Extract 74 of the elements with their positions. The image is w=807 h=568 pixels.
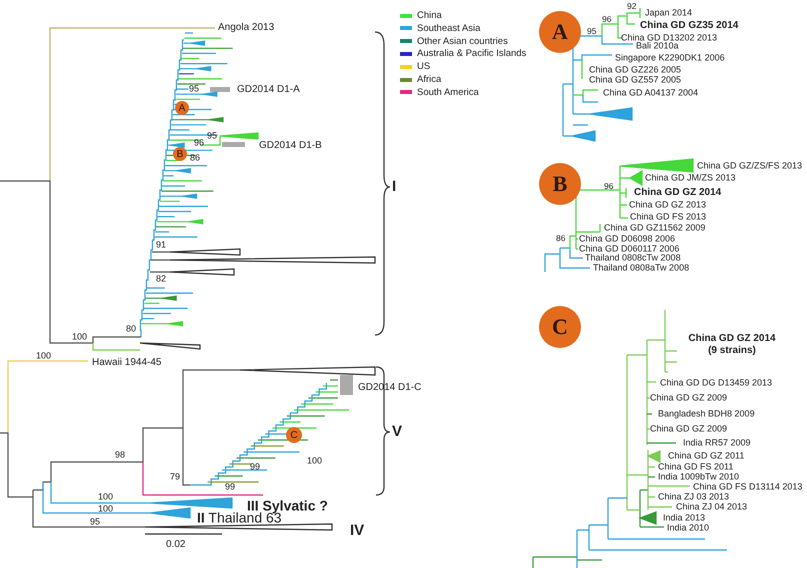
bootstrap-value: 80 [126, 324, 136, 334]
taxon-label: China GD GZ 2014 [634, 187, 722, 199]
taxon-label: China GD JM/ZS 2013 [645, 172, 736, 184]
legend-label: China [417, 10, 442, 21]
taxon-label: China GD FS 2013 [630, 212, 706, 222]
bootstrap-value: 95 [90, 516, 100, 528]
taxon-label: China GD GZ 2013 [629, 200, 706, 210]
bootstrap-value: 86 [190, 152, 200, 164]
legend-label: Other Asian countries [417, 36, 508, 47]
taxon-label: China GD FS D13114 2013 [693, 482, 802, 492]
taxon-label: China GD GZ35 2014 [640, 20, 738, 32]
taxon-label: China ZJ 04 2013 [676, 502, 748, 512]
clade-label: IV [350, 522, 364, 540]
bootstrap-value: 96 [602, 14, 612, 24]
taxon-label: China GD GZ/ZS/FS 2013 [697, 160, 802, 172]
clade-marker-circle: B [173, 147, 187, 161]
taxon-label: China GD GZ557 2005 [589, 74, 682, 86]
taxon-label: Singapore K2290DK1 2006 [615, 52, 725, 64]
clade-marker-circle: A [175, 101, 189, 115]
taxon-label: GD2014 D1-A [237, 84, 300, 96]
legend-label: Southeast Asia [417, 22, 480, 34]
taxon-label: Thailand 0808cTw 2008 [585, 252, 681, 264]
bootstrap-value: 92 [627, 0, 636, 12]
taxon-label: China GD GZ11562 2009 [604, 222, 706, 234]
taxon-label: Bali 2010a [636, 40, 679, 52]
bootstrap-value: 86 [556, 232, 566, 244]
bootstrap-value: 82 [156, 274, 166, 284]
bootstrap-value: 98 [115, 450, 126, 460]
clade-marker-circle: C [286, 427, 302, 443]
taxon-label: China GD GZ 2011 [668, 450, 744, 462]
taxon-label: China GD D060117 2006 [579, 244, 680, 254]
taxon-label: China GD DG D13459 2013 [660, 378, 772, 388]
bootstrap-value: 96 [194, 138, 204, 148]
taxon-label: China GD FS 2011 [658, 462, 734, 472]
bootstrap-value: 100 [307, 456, 322, 466]
taxon-label: Thailand 0808aTw 2008 [593, 262, 690, 274]
taxon-label: China ZJ 03 2013 [658, 492, 730, 502]
taxon-label: Bangladesh BDH8 2009 [658, 408, 755, 420]
bootstrap-value: 91 [156, 240, 166, 250]
bootstrap-value: 100 [98, 504, 114, 514]
bootstrap-value: 95 [189, 84, 200, 94]
legend-label: Australia & Pacific Islands [417, 48, 526, 60]
clade-marker-circle: B [539, 163, 581, 205]
taxon-label: India 1009bTw 2010 [658, 472, 740, 482]
taxon-label: China GD D13202 2013 [621, 32, 718, 43]
taxon-label: Angola 2013 [218, 22, 274, 34]
clade-label: I [392, 178, 396, 196]
taxon-label: China GD A04137 2004 [603, 88, 698, 98]
scale-label: 0.02 [166, 539, 186, 551]
bootstrap-value: 100 [36, 350, 52, 362]
taxon-label: China GD GZ 2009 [650, 392, 728, 404]
taxon-label: China GD GZ 2014 (9 strains) [687, 333, 777, 357]
taxon-label: China GD D06098 2006 [579, 234, 676, 244]
taxon-label: China GD GZ 2009 [650, 424, 728, 434]
taxon-label: India 2010 [667, 522, 710, 534]
clade-marker-circle: C [539, 306, 581, 348]
legend-label: Africa [417, 74, 442, 85]
taxon-label: China GD GZ226 2005 [589, 64, 682, 76]
bootstrap-value: 95 [587, 26, 596, 36]
bootstrap-value: 99 [250, 462, 260, 472]
bootstrap-value: 100 [72, 332, 88, 342]
bootstrap-value: 99 [225, 482, 236, 492]
taxon-label: India RR57 2009 [683, 438, 751, 448]
taxon-label: India 2013 [663, 512, 706, 524]
taxon-label: Japan 2014 [645, 8, 692, 18]
bootstrap-value: 79 [170, 472, 180, 482]
legend-label: US [417, 61, 430, 72]
clade-marker-circle: A [539, 11, 581, 53]
taxon-label: GD2014 D1-B [259, 140, 322, 152]
clade-label: V [392, 423, 402, 441]
bootstrap-value: 100 [98, 492, 114, 502]
taxon-label: Hawaii 1944-45 [92, 357, 162, 369]
legend-label: South America [417, 86, 479, 98]
bootstrap-value: 96 [604, 180, 614, 192]
